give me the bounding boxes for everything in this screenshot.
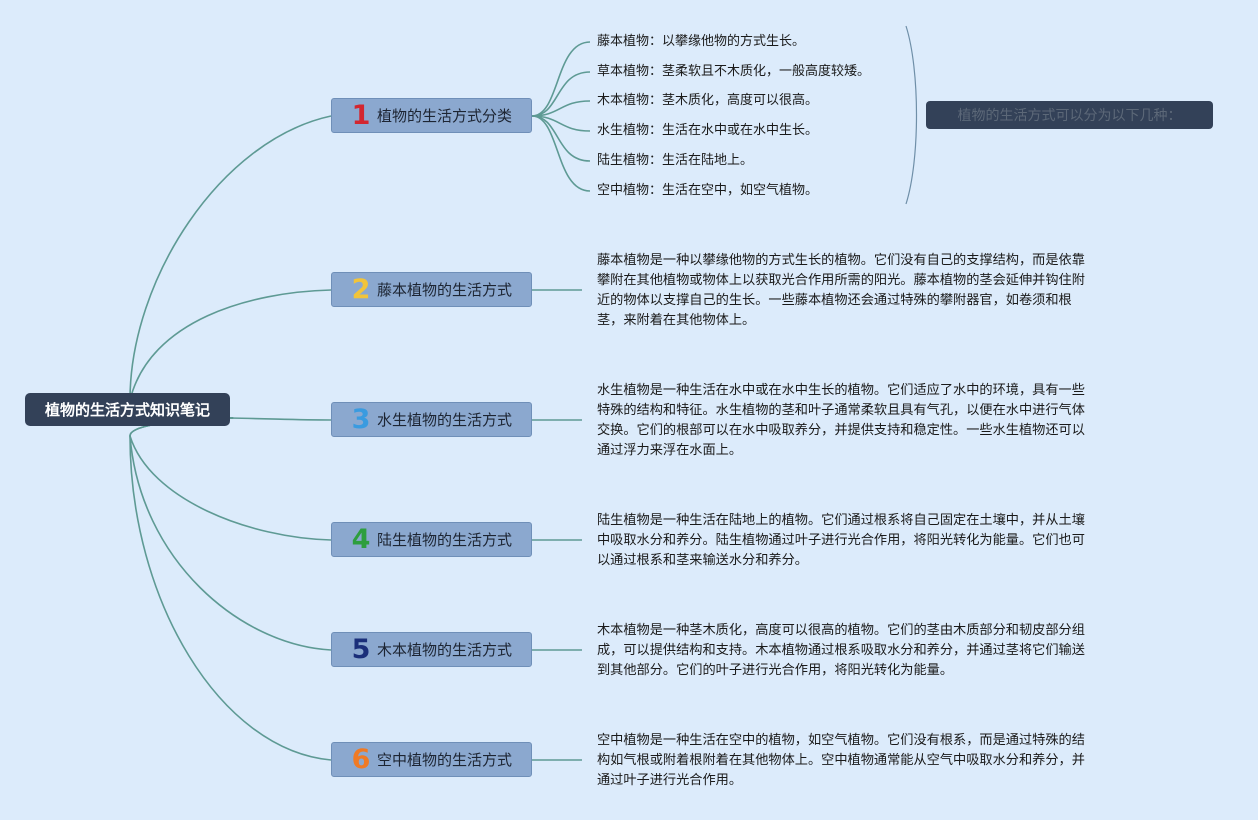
topic-label: 植物的生活方式分类 [377,107,513,125]
summary-bracket [905,25,918,205]
topic-label: 空中植物的生活方式 [377,751,513,769]
link-t1-leaf-6 [531,115,591,192]
topic-terrestrial-plants[interactable]: 4 陆生植物的生活方式 [331,522,532,557]
topic-label: 藤本植物的生活方式 [377,281,513,299]
leaf-classification-aquatic[interactable]: 水生植物：生活在水中或在水中生长。 [597,123,819,138]
topic-air-plants[interactable]: 6 空中植物的生活方式 [331,742,532,777]
link-root-topic-5 [129,417,332,651]
topic-label: 陆生植物的生活方式 [377,531,513,549]
topic-woody-plants[interactable]: 5 木本植物的生活方式 [331,632,532,667]
leaf-classification-vine[interactable]: 藤本植物：以攀缘他物的方式生长。 [597,34,806,49]
link-t1-leaf-5 [531,115,591,162]
number-1-icon: 1 [351,100,371,131]
description-terrestrial-plants[interactable]: 陆生植物是一种生活在陆地上的植物。它们通过根系将自己固定在土壤中，并从土壤中吸取… [597,513,1085,568]
number-5-icon: 5 [351,634,371,665]
summary-note-text: 植物的生活方式可以分为以下几种： [957,108,1182,124]
root-topic[interactable]: 植物的生活方式知识笔记 [25,393,230,426]
topic-label: 木本植物的生活方式 [377,641,513,659]
number-6-icon: 6 [351,744,371,775]
description-vine-plants[interactable]: 藤本植物是一种以攀缘他物的方式生长的植物。它们没有自己的支撑结构，而是依靠攀附在… [597,253,1085,328]
description-woody-plants[interactable]: 木本植物是一种茎木质化，高度可以很高的植物。它们的茎由木质部分和韧皮部分组成，可… [597,623,1085,678]
link-root-topic-4 [129,417,332,541]
link-t1-leaf-2 [531,71,591,117]
number-4-icon: 4 [351,524,371,555]
link-root-topic-1 [129,115,332,419]
leaf-classification-air[interactable]: 空中植物：生活在空中，如空气植物。 [597,183,819,198]
link-t1-leaf-1 [531,41,591,117]
topic-classification[interactable]: 1 植物的生活方式分类 [331,98,532,133]
link-root-topic-3 [229,417,332,421]
number-3-icon: 3 [351,404,371,435]
description-air-plants[interactable]: 空中植物是一种生活在空中的植物，如空气植物。它们没有根系，而是通过特殊的结构如气… [597,733,1085,788]
topic-vine-plants[interactable]: 2 藤本植物的生活方式 [331,272,532,307]
root-title: 植物的生活方式知识笔记 [44,401,210,419]
description-aquatic-plants[interactable]: 水生植物是一种生活在水中或在水中生长的植物。它们适应了水中的环境，具有一些特殊的… [597,383,1085,458]
number-2-icon: 2 [351,274,371,305]
link-root-topic-6 [129,417,332,761]
leaf-classification-herbaceous[interactable]: 草本植物：茎柔软且不木质化，一般高度较矮。 [597,64,871,79]
leaf-classification-woody[interactable]: 木本植物：茎木质化，高度可以很高。 [597,93,819,108]
leaf-classification-terrestrial[interactable]: 陆生植物：生活在陆地上。 [597,153,754,168]
topic-label: 水生植物的生活方式 [377,411,513,429]
summary-note[interactable]: 植物的生活方式可以分为以下几种： [926,101,1213,129]
topic-aquatic-plants[interactable]: 3 水生植物的生活方式 [331,402,532,437]
